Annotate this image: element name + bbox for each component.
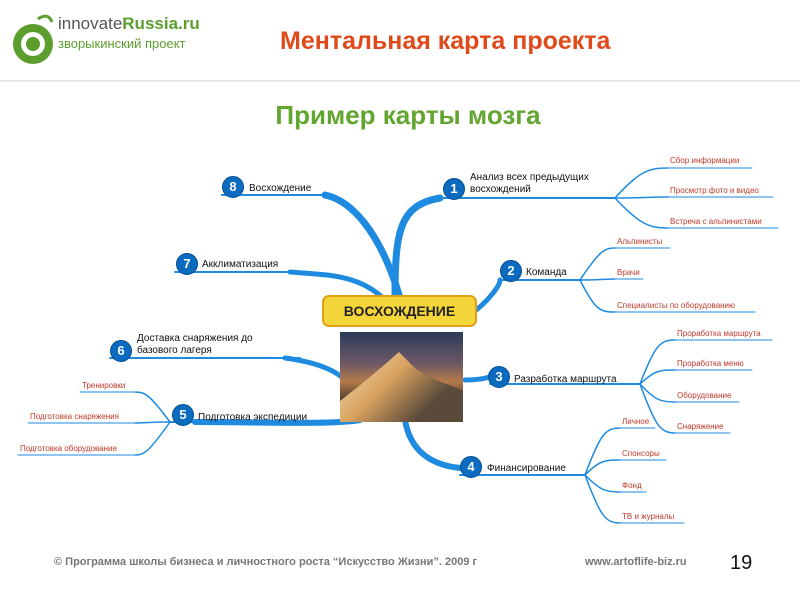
- subtopic-label: Специалисты по оборудованию: [617, 301, 736, 310]
- subtopic-label: Подготовка оборудование: [20, 444, 117, 453]
- subtopic-label: Снаряжение: [677, 422, 724, 431]
- branch-label: Доставка снаряжения до базового лагеря: [137, 333, 253, 356]
- subtopic-label: Тренировки: [82, 381, 126, 390]
- branch-label: Акклиматизация: [202, 259, 279, 270]
- branch-label: Анализ всех предыдущих восхождений: [470, 172, 589, 195]
- innovate-russia-logo: [8, 14, 228, 74]
- subtopic-label: Оборудование: [677, 391, 732, 400]
- branch-number-badge: 5: [172, 404, 194, 426]
- subtopic-label: Подготовка снаряжения: [30, 412, 119, 421]
- logo-text: innovateRussia.ru: [58, 14, 200, 33]
- branch-number-badge: 6: [110, 340, 132, 362]
- subtopic-label: ТВ и журналы: [622, 512, 675, 521]
- branch-label: Восхождение: [249, 183, 312, 194]
- slide-title: Ментальная карта проекта: [280, 27, 611, 55]
- branch-number-badge: 4: [460, 456, 482, 478]
- footer-copyright: © Программа школы бизнеса и личностного …: [54, 556, 478, 568]
- logo-figure-icon: [13, 14, 54, 64]
- subtopic-label: Сбор информации: [670, 156, 740, 165]
- subtopic-label: Личное: [622, 417, 650, 426]
- branch-number-badge: 1: [443, 178, 465, 200]
- mountain-photo: [340, 332, 463, 422]
- subtopic-label: Проработка меню: [677, 359, 744, 368]
- subtopic-label: Встреча с альпинистами: [670, 217, 762, 226]
- branch-number-badge: 3: [488, 366, 510, 388]
- subtopic-label: Проработка маршрута: [677, 329, 761, 338]
- branch-label: Команда: [526, 267, 567, 278]
- branch-label: Финансирование: [487, 463, 566, 474]
- header-divider: [0, 80, 800, 82]
- subtopic-label: Альпинисты: [617, 237, 663, 246]
- branch-label: Разработка маршрута: [514, 374, 617, 385]
- branch-number-badge: 2: [500, 260, 522, 282]
- branch-number-badge: 7: [176, 253, 198, 275]
- slide-subtitle: Пример карты мозга: [275, 100, 541, 130]
- subtopic-label: Врачи: [617, 268, 640, 277]
- page-number: 19: [730, 552, 753, 574]
- branch-number-badge: 8: [222, 176, 244, 198]
- subtopic-label: Фонд: [622, 481, 642, 490]
- branch-label: Подготовка экспедиции: [198, 412, 308, 423]
- subtopic-label: Спонсоры: [622, 449, 660, 458]
- footer-url: www.artoflife-biz.ru: [585, 556, 687, 568]
- central-topic: ВОСХОЖДЕНИЕ: [322, 295, 477, 327]
- subtopic-label: Просмотр фото и видео: [670, 186, 759, 195]
- logo-subtext: зворыкинский проект: [58, 36, 186, 51]
